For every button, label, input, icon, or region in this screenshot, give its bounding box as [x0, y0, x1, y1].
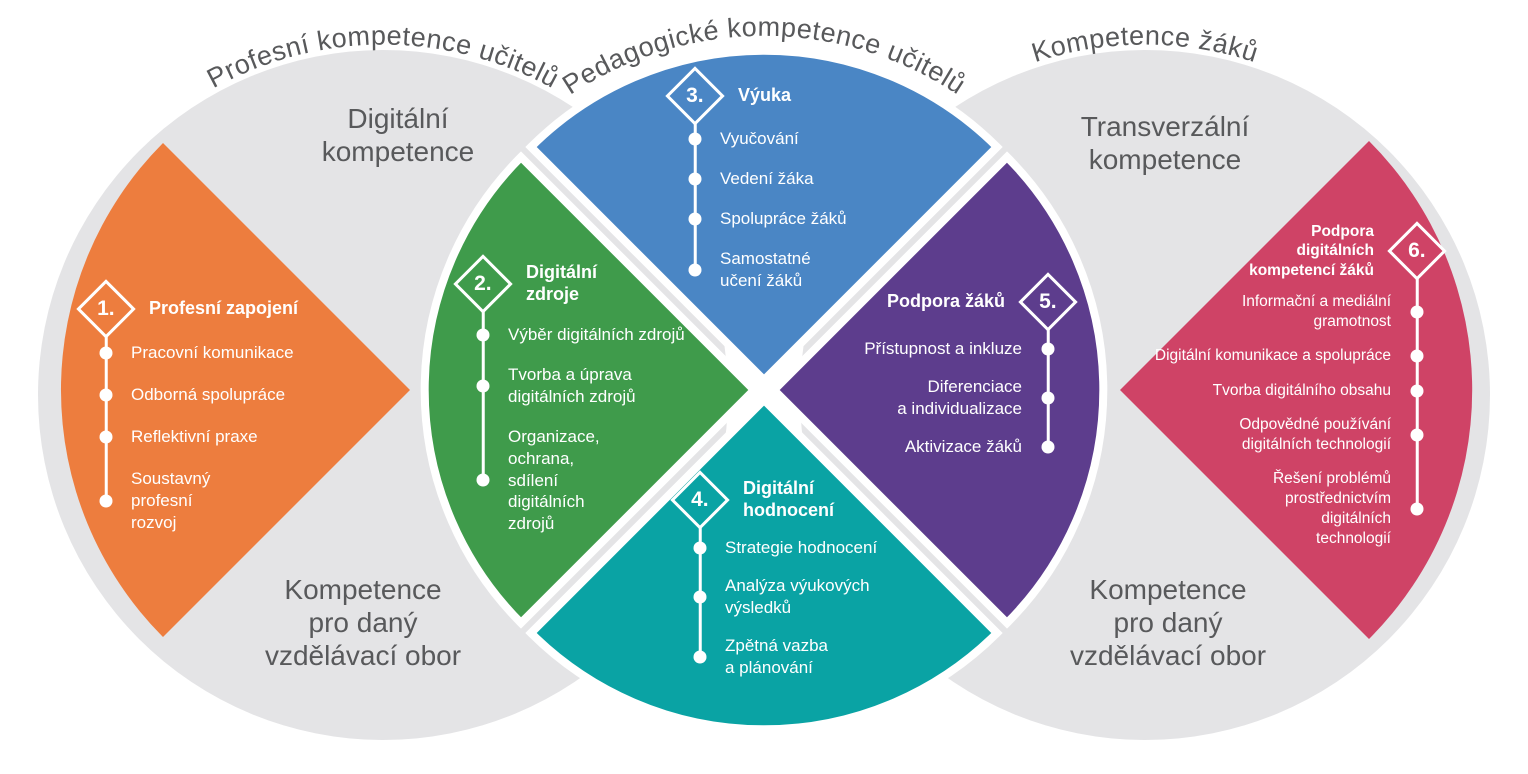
bullet-dot-icon	[688, 172, 702, 186]
list-item: Digitální komunikace a spolupráce	[1140, 346, 1447, 366]
list-item: Analýza výukových výsledků	[669, 575, 919, 619]
list-item: Informační a mediální gramotnost	[1140, 292, 1447, 332]
petal-2-title: Digitální zdroje	[526, 262, 597, 304]
list-item: Strategie hodnocení	[669, 537, 919, 559]
list-item: Samostatné učení žáků	[664, 248, 914, 292]
petal-3-number-diamond: 3.	[665, 66, 725, 126]
left-circle-bottom-label: Kompetence pro daný vzdělávací obor	[264, 574, 462, 672]
list-item: Pracovní komunikace	[75, 342, 345, 364]
bullet-dot-icon	[476, 473, 490, 487]
petal-4-number-diamond: 4.	[670, 470, 730, 530]
petal-6-number-diamond: 6.	[1387, 221, 1447, 281]
petal-5-content: Podpora žáků 5. Přístupnost a inkluze Di…	[830, 272, 1078, 458]
bullet-dot-icon	[476, 328, 490, 342]
petal-1-shape	[60, 143, 410, 637]
petal-6-content: Podpora digitálních kompetencí žáků 6. I…	[1140, 221, 1447, 550]
list-item: Spolupráce žáků	[664, 208, 914, 230]
bullet-dot-icon	[693, 650, 707, 664]
bullet-dot-icon	[688, 132, 702, 146]
bullet-dot-icon	[1041, 391, 1055, 405]
list-item: Odborná spolupráce	[75, 384, 345, 406]
list-item: Řešení problémů prostřednictvím digitáln…	[1140, 469, 1447, 550]
bullet-dot-icon	[99, 388, 113, 402]
list-item: Zpětná vazba a plánování	[669, 635, 919, 679]
bullet-dot-icon	[99, 346, 113, 360]
list-item: Vedení žáka	[664, 168, 914, 190]
bullet-dot-icon	[688, 212, 702, 226]
connector-line	[481, 310, 485, 481]
petal-3-content: 3. Výuka Vyučování Vedení žáka Spoluprác…	[664, 66, 914, 292]
bullet-dot-icon	[1410, 305, 1424, 319]
bullet-dot-icon	[1041, 342, 1055, 356]
list-item: Přístupnost a inkluze	[830, 338, 1078, 360]
list-item: Výběr digitálních zdrojů	[452, 324, 722, 346]
list-item: Organizace, ochrana, sdílení digitálních…	[452, 426, 722, 536]
petal-4-content: 4. Digitální hodnocení Strategie hodnoce…	[669, 470, 919, 679]
petal-6-shape	[1120, 141, 1473, 639]
petal-1-number-diamond: 1.	[76, 279, 136, 339]
right-circle-top-label: Transverzální kompetence	[1080, 111, 1250, 176]
petal-5-shape	[768, 151, 1108, 629]
petal-1-content: 1. Profesní zapojení Pracovní komunikace…	[75, 279, 345, 534]
bullet-dot-icon	[476, 379, 490, 393]
petal-2-shape	[420, 151, 760, 629]
bullet-dot-icon	[1410, 428, 1424, 442]
petal-2-content: 2. Digitální zdroje Výběr digitálních zd…	[452, 254, 722, 536]
petal-3-shape	[525, 46, 1003, 386]
right-circle-bottom-label: Kompetence pro daný vzdělávací obor	[1069, 574, 1267, 672]
bullet-dot-icon	[1410, 384, 1424, 398]
petal-3-title: Výuka	[738, 85, 792, 106]
list-item: Diferenciace a individualizace	[830, 376, 1078, 420]
bullet-dot-icon	[1410, 349, 1424, 363]
left-circle-top-label: Digitální kompetence	[321, 103, 475, 168]
bullet-dot-icon	[693, 590, 707, 604]
list-item: Reflektivní praxe	[75, 426, 345, 448]
bullet-dot-icon	[693, 541, 707, 555]
petal-6-title: Podpora digitálních kompetencí žáků	[1249, 223, 1374, 279]
list-item: Tvorba a úprava digitálních zdrojů	[452, 364, 722, 408]
connector-line	[104, 335, 108, 501]
petal-2-number-diamond: 2.	[453, 254, 513, 314]
list-item: Aktivizace žáků	[830, 436, 1078, 458]
petal-5-title: Podpora žáků	[886, 291, 1005, 312]
bullet-dot-icon	[99, 494, 113, 508]
bullet-dot-icon	[99, 430, 113, 444]
list-item: Vyučování	[664, 128, 914, 150]
petal-4-shape	[525, 394, 1003, 734]
list-item: Odpovědné používání digitálních technolo…	[1140, 415, 1447, 455]
list-item: Soustavný profesní rozvoj	[75, 468, 345, 534]
connector-line	[1046, 328, 1050, 447]
bullet-dot-icon	[688, 263, 702, 277]
list-item: Tvorba digitálního obsahu	[1140, 381, 1447, 401]
bullet-dot-icon	[1041, 440, 1055, 454]
petal-4-title: Digitální hodnocení	[743, 478, 834, 520]
connector-line	[693, 122, 697, 270]
bullet-dot-icon	[1410, 502, 1424, 516]
petal-5-number-diamond: 5.	[1018, 272, 1078, 332]
petal-1-title: Profesní zapojení	[149, 298, 299, 319]
